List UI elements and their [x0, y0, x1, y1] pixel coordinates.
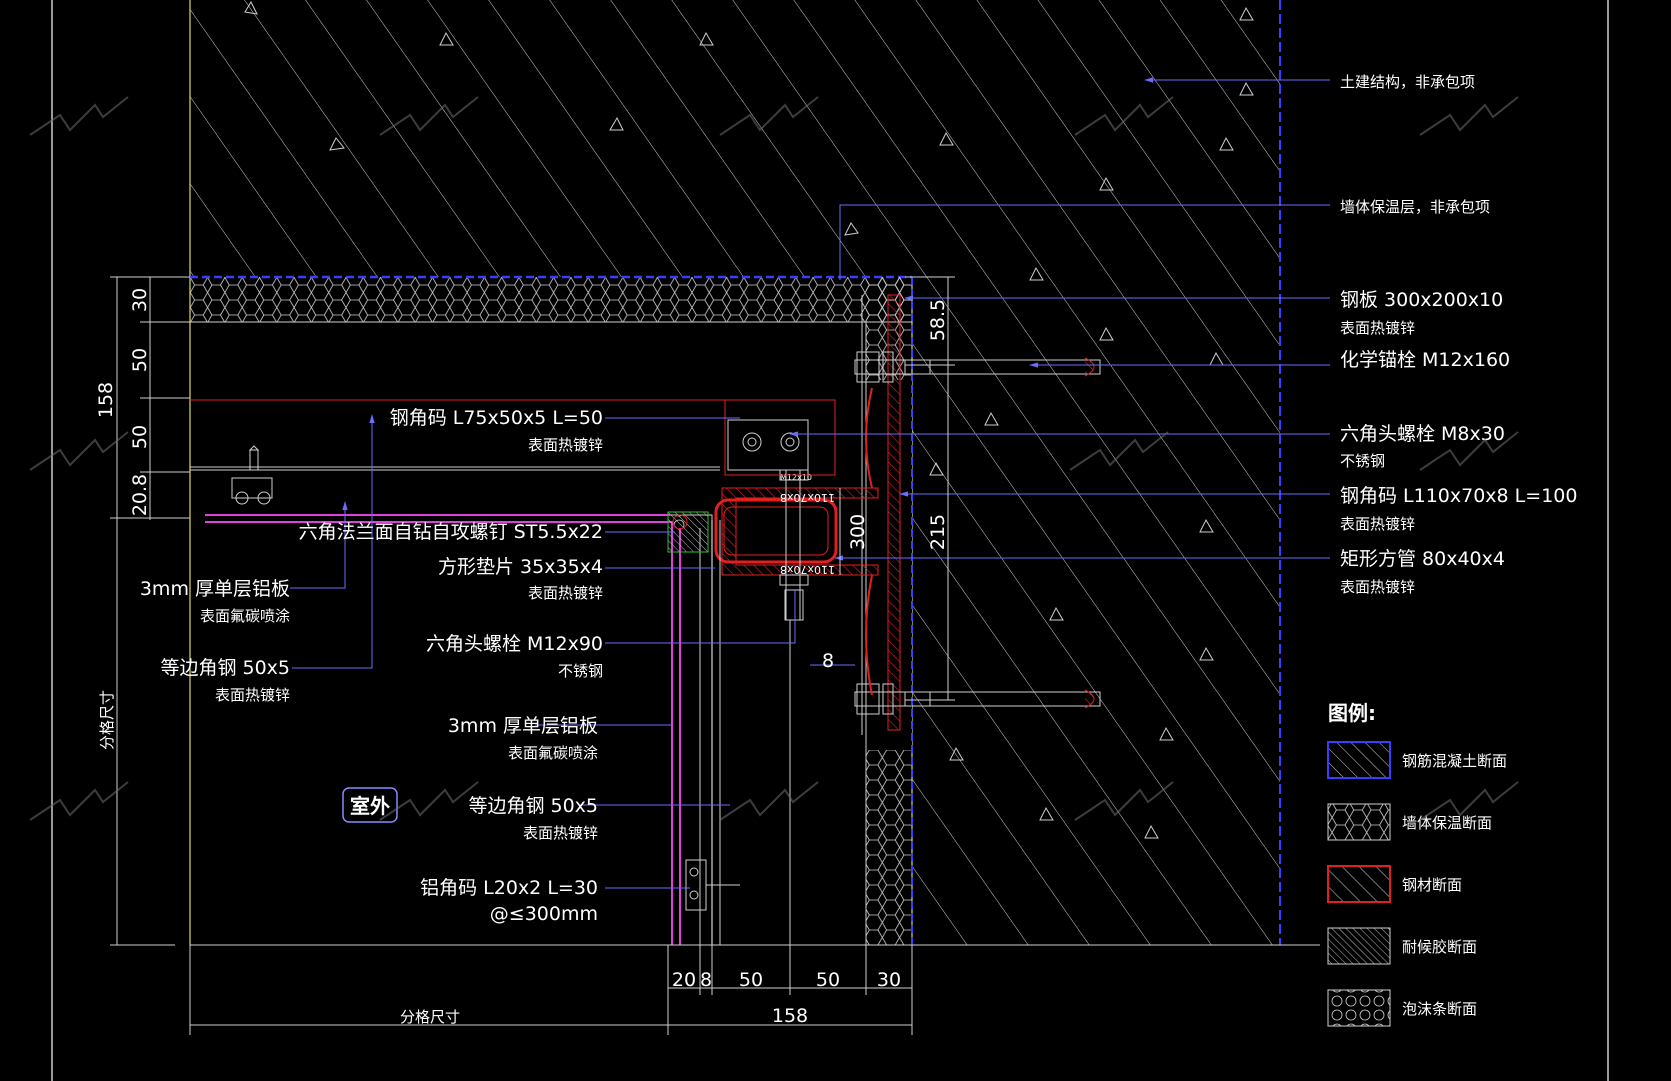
label-wall-insulation: 墙体保温层，非承包项 — [1340, 198, 1490, 216]
label-angle-left-finish: 表面热镀锌 — [215, 686, 290, 704]
outdoor-tag: 室外 — [350, 794, 390, 818]
tag-angle-bottom: 110x70x8 — [780, 563, 835, 576]
label-hex-bolt-m8: 六角头螺栓 M8x30 — [1340, 423, 1505, 445]
label-washer-finish: 表面热镀锌 — [528, 584, 603, 602]
dim-bottom-50b: 50 — [816, 969, 840, 991]
alu-bracket-node — [685, 859, 740, 911]
chemical-anchor-top — [854, 351, 1101, 383]
dim-left-158: 158 — [95, 382, 117, 418]
label-chem-anchor: 化学锚栓 M12x160 — [1340, 349, 1510, 371]
legend-label-sealant: 耐候胶断面 — [1402, 938, 1477, 956]
steel-plate — [887, 294, 901, 731]
label-angle-left: 等边角钢 50x5 — [160, 657, 290, 679]
label-panel-mid: 3mm 厚单层铝板 — [448, 715, 598, 737]
dim-300: 300 — [847, 514, 869, 550]
dim-215: 215 — [927, 514, 949, 550]
leader-lines — [290, 77, 1330, 889]
label-washer: 方形垫片 35x35x4 — [438, 556, 603, 578]
steel-bracket-l75 — [724, 399, 836, 476]
label-panel-mid-finish: 表面氟碳喷涂 — [508, 744, 598, 762]
label-angle-mid-finish: 表面热镀锌 — [523, 824, 598, 842]
label-panel-left-finish: 表面氟碳喷涂 — [200, 607, 290, 625]
label-hex-bolt-m8-material: 不锈钢 — [1340, 452, 1385, 470]
label-alu-bracket: 铝角码 L20x2 L=30 — [420, 877, 598, 899]
dim-58-5: 58.5 — [927, 299, 949, 341]
legend: 图例: 钢筋混凝土断面 墙体保温断面 钢材断面 耐候胶断面 泡沫条断面 — [1327, 701, 1507, 1027]
dim-bottom-8: 8 — [700, 969, 712, 991]
legend-label-insulation: 墙体保温断面 — [1402, 814, 1492, 832]
insulation-top — [190, 277, 912, 322]
left-fixing-anchor — [231, 445, 273, 505]
label-steel-bracket: 钢角码 L75x50x5 L=50 — [390, 407, 603, 429]
dim-bottom-30: 30 — [877, 969, 901, 991]
label-rect-tube: 矩形方管 80x40x4 — [1340, 548, 1505, 570]
dim-left-50a: 50 — [129, 348, 151, 372]
outdoor-tag-box — [342, 787, 398, 823]
dim-left-20-8: 20.8 — [129, 474, 151, 516]
dim-left-grid: 分格尺寸 — [98, 690, 116, 750]
label-angle-mid: 等边角钢 50x5 — [468, 795, 598, 817]
legend-swatch-sealant — [1327, 927, 1391, 965]
dimension-lines — [110, 276, 955, 1035]
legend-label-concrete: 钢筋混凝土断面 — [1402, 752, 1507, 770]
legend-swatch-steel — [1327, 865, 1391, 903]
label-steel-bracket-finish: 表面热镀锌 — [528, 436, 603, 454]
dim-bottom-158: 158 — [772, 1005, 808, 1027]
label-hex-bolt-m12: 六角头螺栓 M12x90 — [426, 633, 603, 655]
label-panel-left: 3mm 厚单层铝板 — [140, 578, 290, 600]
label-alu-bracket-spacing: @≤300mm — [490, 903, 598, 925]
rect-tube — [714, 498, 838, 564]
watermark-pattern — [29, 96, 1519, 821]
label-rect-tube-finish: 表面热镀锌 — [1340, 578, 1415, 596]
tag-angle-top: 110x70x8 — [780, 491, 835, 504]
concrete-section — [190, 0, 1280, 945]
chemical-anchor-bottom — [854, 683, 1101, 715]
dim-left-50b: 50 — [129, 425, 151, 449]
dim-bottom-grid: 分格尺寸 — [400, 1008, 460, 1026]
legend-swatch-concrete — [1327, 741, 1391, 779]
label-steel-angle: 钢角码 L110x70x8 L=100 — [1340, 485, 1577, 507]
legend-title: 图例: — [1328, 701, 1376, 725]
dim-small-8: 8 — [822, 650, 834, 672]
aluminium-panel-side — [670, 521, 673, 945]
label-steel-plate-finish: 表面热镀锌 — [1340, 319, 1415, 337]
label-screw: 六角法兰面自钻自攻螺钉 ST5.5x22 — [299, 521, 603, 543]
dim-left-30: 30 — [129, 288, 151, 312]
steel-angle-l110 — [721, 487, 879, 576]
label-steel-angle-finish: 表面热镀锌 — [1340, 515, 1415, 533]
legend-label-steel: 钢材断面 — [1402, 876, 1462, 894]
dim-bottom-20: 20 — [672, 969, 696, 991]
legend-swatch-foam — [1327, 989, 1391, 1027]
tag-m12: M12x10 — [780, 473, 812, 482]
legend-label-foam: 泡沫条断面 — [1402, 1000, 1477, 1018]
concrete-aggregate-marks — [244, 0, 1254, 839]
label-hex-bolt-m12-material: 不锈钢 — [558, 662, 603, 680]
legend-swatch-insulation — [1327, 803, 1391, 841]
label-civil-structure: 土建结构，非承包项 — [1340, 73, 1475, 91]
label-steel-plate: 钢板 300x200x10 — [1340, 289, 1503, 311]
dim-bottom-50a: 50 — [739, 969, 763, 991]
